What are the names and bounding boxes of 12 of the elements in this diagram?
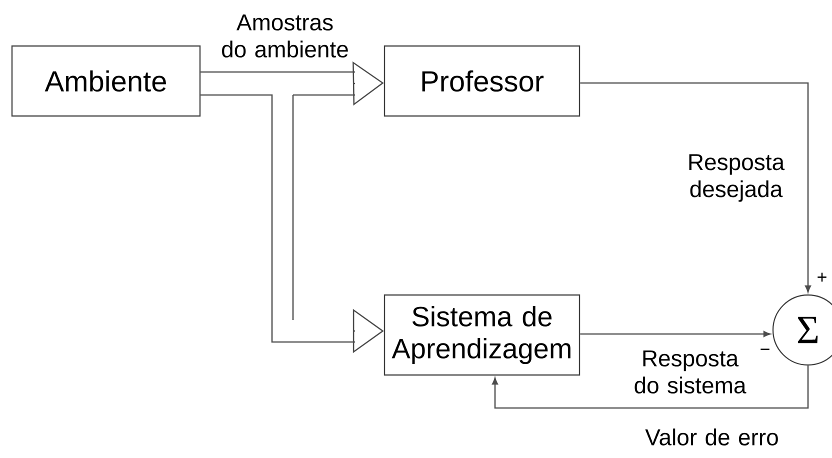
- arrow: [580, 331, 770, 337]
- arrow: [492, 366, 809, 409]
- arrow: [580, 82, 811, 292]
- edge-label: Valor de erro: [645, 428, 778, 446]
- edge-label: Resposta desejada: [689, 154, 785, 202]
- sign-label: −: [760, 348, 770, 350]
- process-box: Ambiente: [11, 45, 201, 117]
- sign-label: +: [818, 272, 826, 282]
- edge-label: Resposta do sistema: [634, 350, 746, 394]
- edge-label: Amostras do ambiente: [222, 14, 348, 58]
- process-box: Sistema de Aprendizagem: [384, 294, 580, 376]
- process-box: Professor: [384, 45, 580, 117]
